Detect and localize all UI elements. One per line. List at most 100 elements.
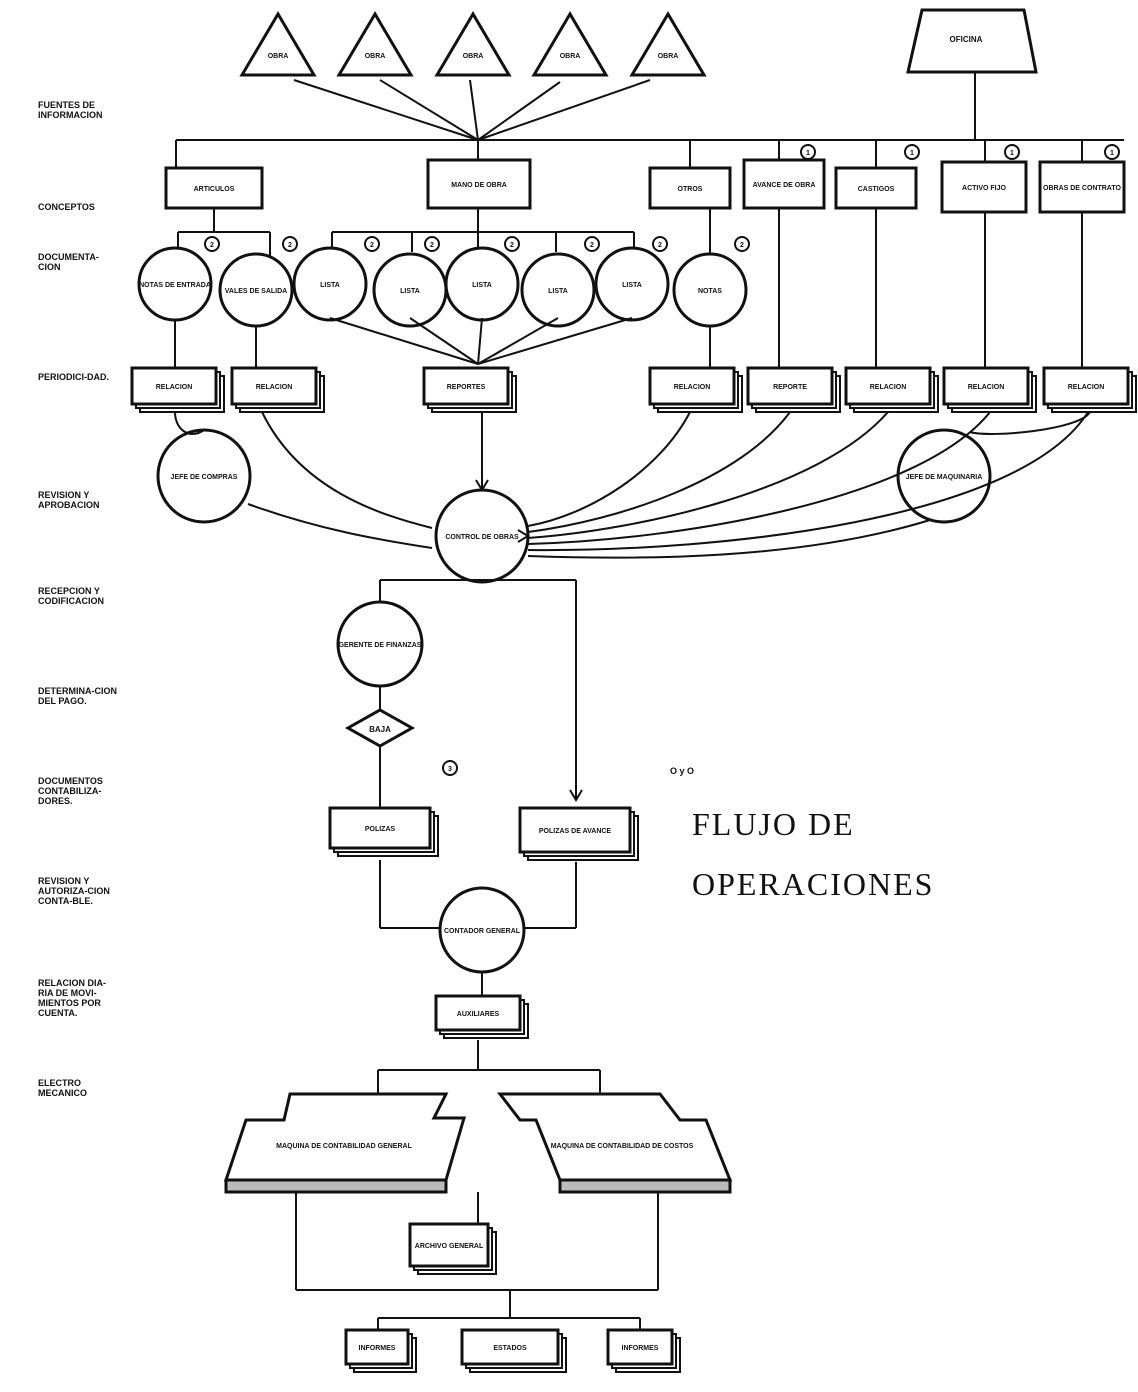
source-connector-4: [477, 81, 561, 141]
diagram-title-line1: FLUJO DE: [692, 806, 855, 842]
doc-converge-5: [477, 317, 633, 365]
machine-costos-label: MAQUINA DE CONTABILIDAD DE COSTOS: [551, 1143, 694, 1150]
control-arrow-in: [517, 529, 530, 543]
curve-to-control-2: [247, 503, 433, 549]
source-connector-3: [469, 79, 479, 141]
concept-articulos: [164, 166, 264, 210]
auxiliares-stack: [434, 994, 522, 1032]
curve-to-control-4: [527, 411, 791, 533]
row-label-conceptos: CONCEPTOS: [38, 202, 95, 212]
source-triangle-2: [336, 11, 414, 77]
document-circle-6: [520, 252, 596, 328]
source-label-2: OBRA: [365, 53, 386, 60]
polizas-stack-1-label: POLIZAS: [365, 826, 396, 833]
doc-marker-7-label: 2: [658, 242, 662, 249]
jefe-maquinaria-circle-label: JEFE DE MAQUINARIA: [906, 474, 983, 481]
doc-marker-1-label: 2: [210, 242, 214, 249]
document-circle-8-label: NOTAS: [698, 288, 722, 295]
report-stack-8-label: RELACION: [1068, 384, 1105, 391]
row-label-documentacion: DOCUMENTA-CION: [38, 252, 99, 272]
doc-marker-1: [204, 236, 220, 252]
source-label-4: OBRA: [560, 53, 581, 60]
report-stack-6-label: RELACION: [870, 384, 907, 391]
source-triangle-1: [239, 11, 317, 77]
curve-to-control-7: [527, 411, 1089, 552]
doc-marker-5-label: 2: [510, 242, 514, 249]
concept-obras-contrato-label: OBRAS DE CONTRATO: [1043, 185, 1121, 192]
document-circle-5-label: LISTA: [472, 282, 492, 289]
concept-activo-fijo: [940, 160, 1028, 214]
report-stack-3-label: REPORTES: [447, 384, 486, 391]
marker-castigos: [904, 144, 920, 160]
document-circle-6-label: LISTA: [548, 288, 568, 295]
source-triangle-5: [629, 11, 707, 77]
control-arrow: [475, 479, 489, 492]
row-label-fuentes: FUENTES DE INFORMACION: [38, 100, 103, 120]
concept-avance-obra: [742, 158, 826, 210]
machine-contabilidad-costos: [496, 1092, 733, 1182]
doc-marker-3-label: 2: [370, 242, 374, 249]
document-circle-3: [292, 246, 368, 322]
gerente-finanzas-circle-label: GERENTE DE FINANZAS: [339, 642, 422, 649]
concept-articulos-label: ARTICULOS: [194, 186, 235, 193]
curve-to-control-1: [261, 411, 433, 529]
polizas2-arrow: [569, 789, 583, 802]
polizas-stack-2-label: POLIZAS DE AVANCE: [539, 828, 612, 835]
document-circle-7-label: LISTA: [622, 282, 642, 289]
concept-avance-obra-label: AVANCE DE OBRA: [753, 182, 816, 189]
concept-obras-contrato: [1038, 160, 1126, 214]
document-circle-4-label: LISTA: [400, 288, 420, 295]
row-label-recepcion: RECEPCION Y CODIFICACION: [38, 586, 104, 606]
report-stack-8: [1042, 366, 1130, 406]
doc-converge-2: [409, 317, 479, 365]
compras-link: [174, 411, 205, 435]
control-obras-circle-label: CONTROL DE OBRAS: [445, 534, 519, 541]
polizas-marker-label: 3: [448, 766, 452, 773]
final-stack-3-label: INFORMES: [622, 1345, 659, 1352]
marker-contrato: [1104, 144, 1120, 160]
report-stack-2: [230, 366, 318, 406]
doc-marker-4-label: 2: [430, 242, 434, 249]
doc-marker-7: [652, 236, 668, 252]
final-stack-1: [344, 1328, 410, 1366]
document-circle-2-label: VALES DE SALIDA: [225, 288, 288, 295]
source-connector-5: [477, 79, 651, 141]
polizas-stack-2: [518, 806, 632, 854]
report-stack-4-label: RELACION: [674, 384, 711, 391]
row-label-documentos: DOCUMENTOS CONTABILIZA-DORES.: [38, 776, 103, 806]
marker-castigos-label: 1: [910, 150, 914, 157]
source-triangle-4: [531, 11, 609, 77]
marker-contrato-label: 1: [1110, 150, 1114, 157]
doc-marker-4: [424, 236, 440, 252]
marker-activo: [1004, 144, 1020, 160]
report-stack-4: [648, 366, 736, 406]
archivo-general-stack-label: ARCHIVO GENERAL: [415, 1243, 484, 1250]
doc-marker-8: [734, 236, 750, 252]
machine-general-label: MAQUINA DE CONTABILIDAD GENERAL: [276, 1143, 412, 1150]
row-label-periodicidad: PERIODICI-DAD.: [38, 372, 110, 382]
polizas-stack-1: [328, 806, 432, 850]
source-label-1: OBRA: [268, 53, 289, 60]
source-label-5: OBRA: [658, 53, 679, 60]
source-triangle-3: [434, 11, 512, 77]
final-stack-1-label: INFORMES: [359, 1345, 396, 1352]
doc-marker-2: [282, 236, 298, 252]
concept-otros: [648, 166, 732, 210]
report-stack-2-label: RELACION: [256, 384, 293, 391]
report-stack-5-label: REPORTE: [773, 384, 807, 391]
report-stack-7: [942, 366, 1030, 406]
curve-to-control-3: [527, 411, 691, 527]
concept-mano-obra-label: MANO DE OBRA: [451, 182, 507, 189]
curve-to-control-6: [527, 411, 991, 545]
marker-avance-label: 1: [806, 150, 810, 157]
contador-general-circle-label: CONTADOR GENERAL: [444, 928, 521, 935]
curve-to-control-5: [527, 411, 889, 539]
doc-marker-2-label: 2: [288, 242, 292, 249]
source-connector-1: [293, 79, 479, 141]
report-stack-1-label: RELACION: [156, 384, 193, 391]
doc-converge-4: [477, 317, 559, 365]
oficina-label: OFICINA: [950, 35, 983, 44]
concept-castigos-label: CASTIGOS: [858, 186, 895, 193]
document-circle-1-label: NOTAS DE ENTRADA: [139, 282, 211, 289]
